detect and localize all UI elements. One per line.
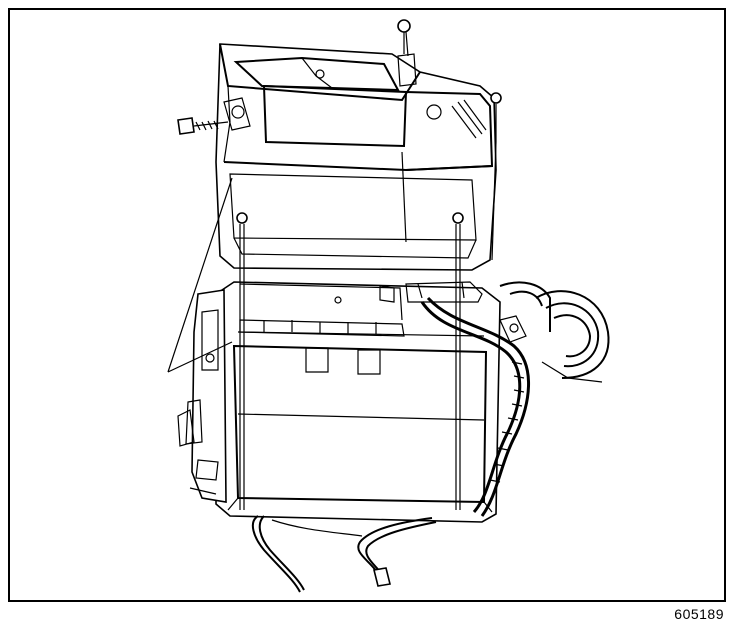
screw-top bbox=[397, 19, 411, 33]
diagram-frame bbox=[8, 8, 726, 602]
right-ductwork bbox=[499, 281, 610, 383]
wiring-harness bbox=[251, 296, 531, 593]
screw-front-right bbox=[452, 212, 464, 224]
upper-case-cover bbox=[215, 43, 497, 271]
screw-right bbox=[490, 92, 502, 104]
lower-case-base bbox=[177, 281, 501, 523]
figure-number: 605189 bbox=[674, 606, 724, 622]
bolt-left bbox=[177, 117, 195, 135]
hvac-module-illustration bbox=[167, 19, 610, 593]
connector-bottom bbox=[373, 567, 391, 587]
mounting-screws bbox=[167, 19, 502, 510]
screw-front-left bbox=[236, 212, 248, 224]
